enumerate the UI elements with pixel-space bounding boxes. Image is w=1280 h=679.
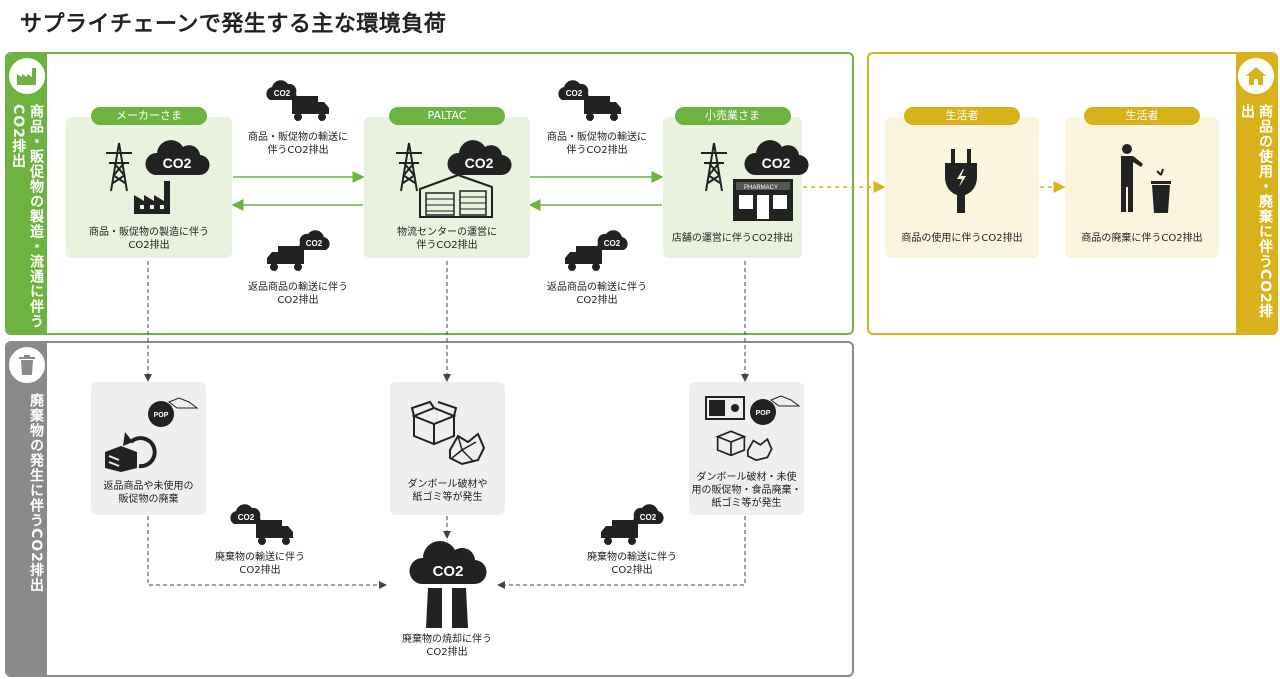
co2-text: CO2 (762, 155, 791, 171)
consumer-panel: 商品の使用・廃棄に伴うCO2排出 (867, 52, 1278, 335)
consumer-bar: 商品の使用・廃棄に伴うCO2排出 (1236, 54, 1276, 333)
co2-text: CO2 (163, 155, 192, 171)
return-waste-caption-2: 販促物の廃棄 (118, 494, 179, 505)
incinerate-label-1: 廃棄物の焼却に伴う (402, 634, 492, 645)
co2-text: CO2 (306, 239, 323, 248)
retail-node: 小売業さま CO2 PHARMACY 店舗の運営に伴うCO2排出 (663, 107, 809, 258)
use-tag: 生活者 (904, 107, 1020, 125)
food-package-icon (705, 396, 745, 420)
co2-text: CO2 (465, 155, 494, 171)
consumer-label: 商品の使用・廃棄に伴うCO2排出 (1239, 104, 1273, 319)
fwd2-label-1: 商品・販促物の輸送に (547, 132, 647, 143)
pop-tag-icon: POP (750, 395, 801, 425)
person-trash-icon (1121, 144, 1171, 213)
waste-panel: 廃棄物の発生に伴うCO2排出 (5, 341, 854, 677)
house-icon (1236, 56, 1276, 96)
retail-waste-caption-2: 用の販促物・食品廃棄・ (691, 485, 802, 496)
co2-text: CO2 (238, 513, 255, 522)
plug-icon (945, 149, 977, 213)
supply-bar: 商品・販促物の製造・流通に伴うCO2排出 (7, 54, 47, 333)
cardboard-node: ダンボール破材や 紙ゴミ等が発生 (390, 382, 505, 515)
co2-cloud-icon: CO2 (447, 140, 512, 176)
pharmacy-text: PHARMACY (744, 185, 778, 191)
page-title: サプライチェーンで発生する主な環境負荷 (20, 12, 447, 37)
waste2-label-2: CO2排出 (611, 565, 653, 576)
maker-caption-1: 商品・販促物の製造に伴う (89, 227, 209, 238)
cardboard-box-icon (410, 400, 458, 446)
paltac-node: PALTAC CO2 物流センターの運営に 伴うCO2排出 (364, 107, 530, 258)
factory-icon (134, 181, 170, 214)
dispose-tag: 生活者 (1084, 107, 1200, 125)
retail-waste-caption-3: 紙ゴミ等が発生 (711, 498, 782, 509)
return-waste-node: POP 返品商品や未使用の 販促物の廃棄 (91, 382, 206, 515)
power-tower-icon (396, 142, 422, 192)
co2-cloud-icon: CO2 (744, 140, 809, 176)
retail-waste-caption-1: ダンボール破材・未使 (696, 472, 797, 483)
retail-waste-node: POP ダンボール破材・未使 用の販促物・食品廃棄・ 紙ゴミ等が発生 (689, 382, 804, 515)
waste1-label-1: 廃棄物の輸送に伴う (215, 552, 305, 563)
cardboard-box-icon (715, 430, 747, 457)
co2-truck-return-icon: CO2 (601, 504, 664, 545)
fwd1-label-2: 伴うCO2排出 (267, 145, 329, 156)
factory-icon (7, 56, 47, 96)
cardboard-caption-1: ダンボール破材や (407, 479, 488, 490)
use-node: 生活者 商品の使用に伴うCO2排出 (885, 107, 1039, 258)
incinerate-label-2: CO2排出 (426, 647, 468, 658)
retail-tag: 小売業さま (674, 107, 791, 125)
paltac-caption-2: 伴うCO2排出 (416, 240, 478, 251)
co2-text: CO2 (566, 89, 583, 98)
co2-truck-icon: CO2 (230, 504, 293, 545)
ret2-label-1: 返品商品の輸送に伴う (547, 282, 647, 293)
ret1-label-2: CO2排出 (277, 295, 319, 306)
ret1-label-1: 返品商品の輸送に伴う (248, 282, 348, 293)
waste1-label-2: CO2排出 (239, 565, 281, 576)
pop-tag-icon: POP (148, 397, 199, 427)
dispose-node: 生活者 商品の廃棄に伴うCO2排出 (1065, 107, 1219, 258)
fwd1-label-1: 商品・販促物の輸送に (248, 132, 348, 143)
waste-label: 廃棄物の発生に伴うCO2排出 (28, 393, 44, 593)
co2-truck-icon: CO2 (266, 80, 329, 121)
co2-truck-return-icon: CO2 (565, 230, 628, 271)
dispose-caption-1: 商品の廃棄に伴うCO2排出 (1081, 233, 1203, 244)
fwd2-label-2: 伴うCO2排出 (566, 145, 628, 156)
retail-caption-1: 店舗の運営に伴うCO2排出 (671, 233, 794, 244)
use-caption-1: 商品の使用に伴うCO2排出 (901, 233, 1023, 244)
co2-text: CO2 (604, 239, 621, 248)
return-waste-caption-1: 返品商品や未使用の (103, 481, 194, 492)
supply-label: 商品・販促物の製造・流通に伴うCO2排出 (10, 104, 44, 329)
supply-panel: 商品・販促物の製造・流通に伴うCO2排出 (5, 52, 854, 335)
paltac-caption-1: 物流センターの運営に (397, 227, 497, 238)
pop-text: POP (154, 412, 169, 419)
warehouse-icon (419, 173, 493, 218)
pop-text: POP (756, 410, 771, 417)
co2-truck-return-icon: CO2 (267, 230, 330, 271)
waste-bar: 廃棄物の発生に伴うCO2排出 (7, 343, 47, 675)
incinerator-co2-icon: CO2 (409, 541, 487, 628)
crumpled-paper-icon (449, 432, 486, 466)
maker-caption-2: CO2排出 (128, 240, 170, 251)
co2-cloud-icon: CO2 (145, 140, 210, 176)
co2-truck-icon: CO2 (558, 80, 621, 121)
cardboard-caption-2: 紙ゴミ等が発生 (412, 492, 483, 503)
return-box-icon (105, 432, 157, 472)
crumpled-paper-icon (746, 437, 773, 462)
power-tower-icon (106, 142, 132, 192)
co2-text: CO2 (274, 89, 291, 98)
paltac-tag: PALTAC (389, 107, 505, 125)
waste2-label-1: 廃棄物の輸送に伴う (587, 552, 677, 563)
trash-icon (7, 345, 47, 385)
maker-tag: メーカーさま (91, 107, 207, 125)
maker-node: メーカーさま CO2 商品・販促物の製造に伴う CO2排出 (66, 107, 232, 258)
pharmacy-store-icon: PHARMACY (733, 179, 793, 221)
co2-text: CO2 (640, 513, 657, 522)
power-tower-icon (701, 142, 727, 192)
ret2-label-2: CO2排出 (576, 295, 618, 306)
co2-text: CO2 (433, 563, 464, 580)
